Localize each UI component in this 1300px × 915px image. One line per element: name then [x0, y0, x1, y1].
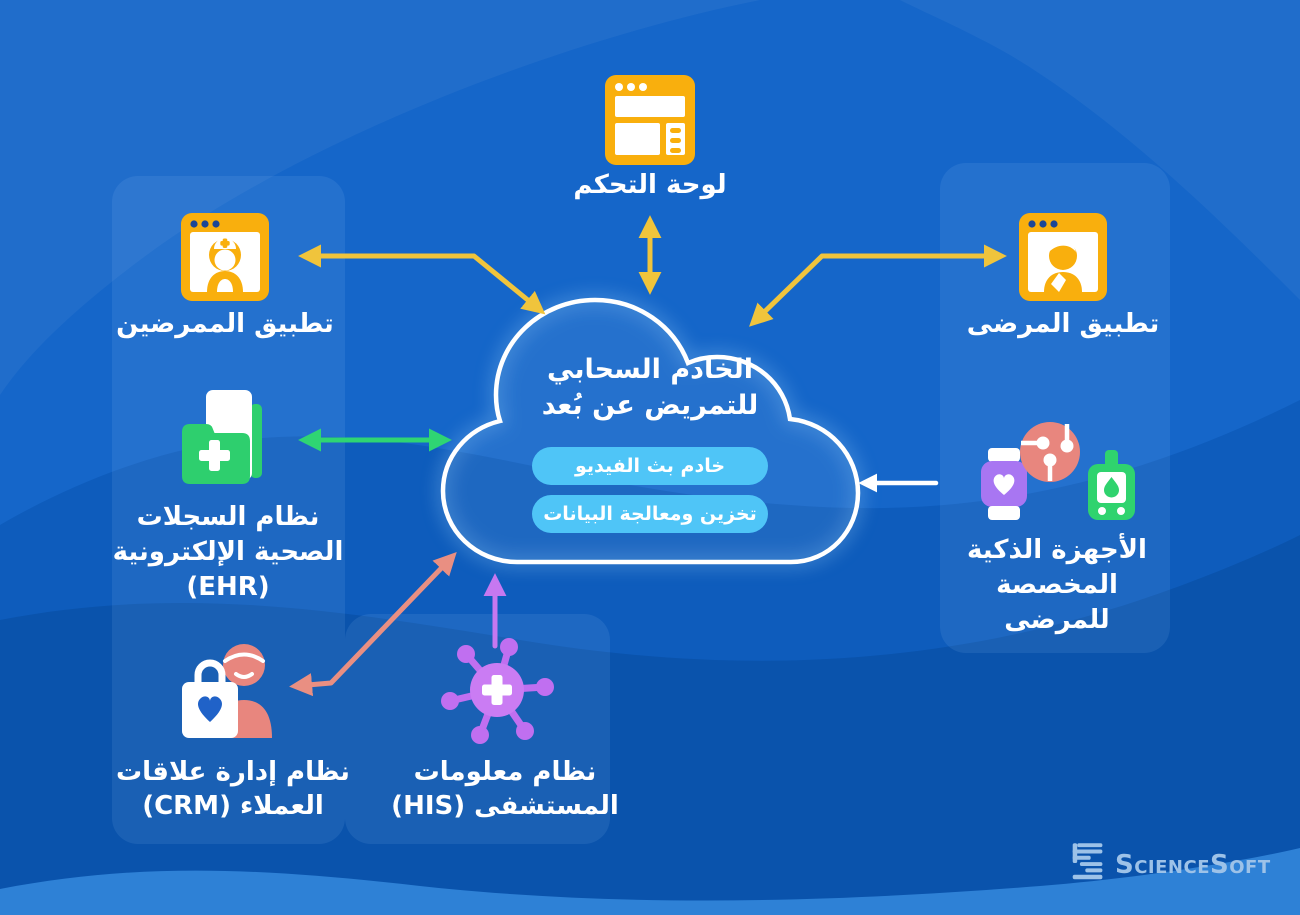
label-line: تطبيق المرضى	[966, 309, 1160, 339]
nurse-app-label: تطبيق الممرضين	[65, 307, 385, 342]
label-line: الأجهزة الذكية	[967, 535, 1147, 565]
patient-app-icon	[1019, 213, 1107, 305]
sciencesoft-logo-icon	[1070, 842, 1106, 888]
label-line: نظام السجلات	[136, 502, 320, 532]
label-line: تطبيق الممرضين	[116, 309, 334, 339]
label-line: لوحة التحكم	[573, 170, 727, 200]
label-line: المستشفى (HIS)	[391, 791, 619, 821]
sensor-ball-icon	[1014, 416, 1086, 492]
label-line: للمرضى	[1004, 605, 1110, 635]
label-line: نظام معلومات	[413, 757, 597, 787]
his-network-icon	[432, 625, 562, 759]
cloud-title-line: للتمريض عن بُعد	[541, 390, 759, 421]
smartwatch-icon	[981, 448, 1027, 530]
patient-app-label: تطبيق المرضى	[903, 307, 1223, 342]
crm-person-icon	[178, 640, 286, 744]
dashboard-icon	[605, 75, 695, 169]
dashboard-label: لوحة التحكم	[490, 168, 810, 203]
nurse-app-icon	[181, 213, 269, 305]
glucose-meter-icon	[1088, 450, 1136, 524]
sciencesoft-logo-text: ScienceSoft	[1115, 850, 1271, 880]
label-line: نظام إدارة علاقات	[116, 757, 350, 787]
ehr-folder-icon	[176, 388, 272, 496]
cloud-title-line: الخادم السحابي	[547, 354, 753, 385]
label-line: العملاء (CRM)	[142, 791, 324, 821]
ehr-label: نظام السجلات الصحية الإلكترونية (EHR)	[68, 500, 388, 605]
data-storage-pill: تخزين ومعالجة البيانات	[532, 495, 768, 533]
video-streaming-pill: خادم بث الفيديو	[532, 447, 768, 485]
cloud-title: الخادم السحابي للتمريض عن بُعد	[495, 352, 805, 424]
label-line: (EHR)	[186, 572, 270, 602]
label-line: المخصصة	[996, 570, 1118, 600]
crm-label: نظام إدارة علاقات العملاء (CRM)	[73, 755, 393, 823]
sciencesoft-logo: ScienceSoft	[1070, 842, 1271, 888]
label-line: الصحية الإلكترونية	[112, 537, 344, 567]
his-label: نظام معلومات المستشفى (HIS)	[345, 755, 665, 823]
smart-devices-label: الأجهزة الذكية المخصصة للمرضى	[897, 533, 1217, 638]
